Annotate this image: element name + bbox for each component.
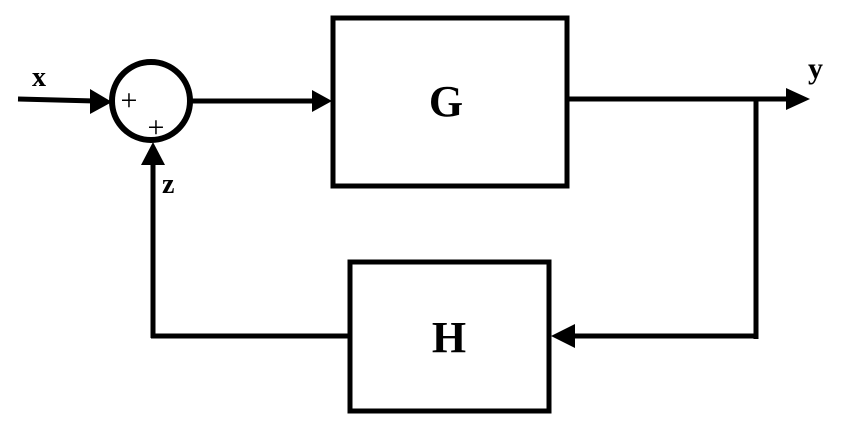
block-g-label: G [429,77,463,126]
feedback-sign-label: + [148,111,165,144]
h-input-arrowhead [551,324,575,348]
input-line [17,96,96,104]
block-h [347,259,552,414]
input-arrowhead [90,89,112,114]
input-signal-label: x [32,62,46,93]
feedback-signal-label: z [162,169,174,200]
input-sign-label: + [121,84,138,117]
feedback-arrowhead [141,142,165,165]
block-g [330,15,570,189]
block-h-label: H [432,313,466,362]
output-arrowhead [786,88,810,110]
output-signal-label: y [808,52,823,85]
g-input-arrowhead [312,90,332,112]
